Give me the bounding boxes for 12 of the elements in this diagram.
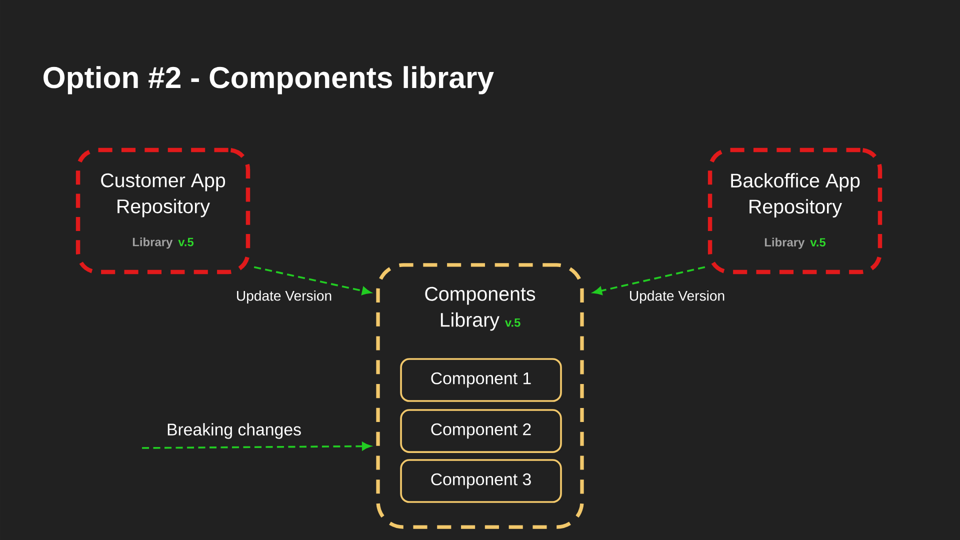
component-box: Component 1 — [400, 358, 562, 402]
repository-box: Customer App Repository Library v.5 — [76, 148, 250, 274]
edge-label: Update Version — [628, 289, 726, 305]
arrow — [593, 266, 706, 295]
edge-label: Breaking changes — [165, 422, 303, 440]
edge-label: Update Version — [234, 289, 334, 305]
repository-box: Backoffice App Repository Library v.5 — [708, 148, 882, 274]
arrow — [142, 442, 371, 450]
component-box: Component 3 — [400, 459, 562, 503]
arrow — [254, 266, 371, 295]
component-box: Component 2 — [400, 409, 562, 453]
slide-title: Option #2 - Components library — [44, 66, 494, 94]
